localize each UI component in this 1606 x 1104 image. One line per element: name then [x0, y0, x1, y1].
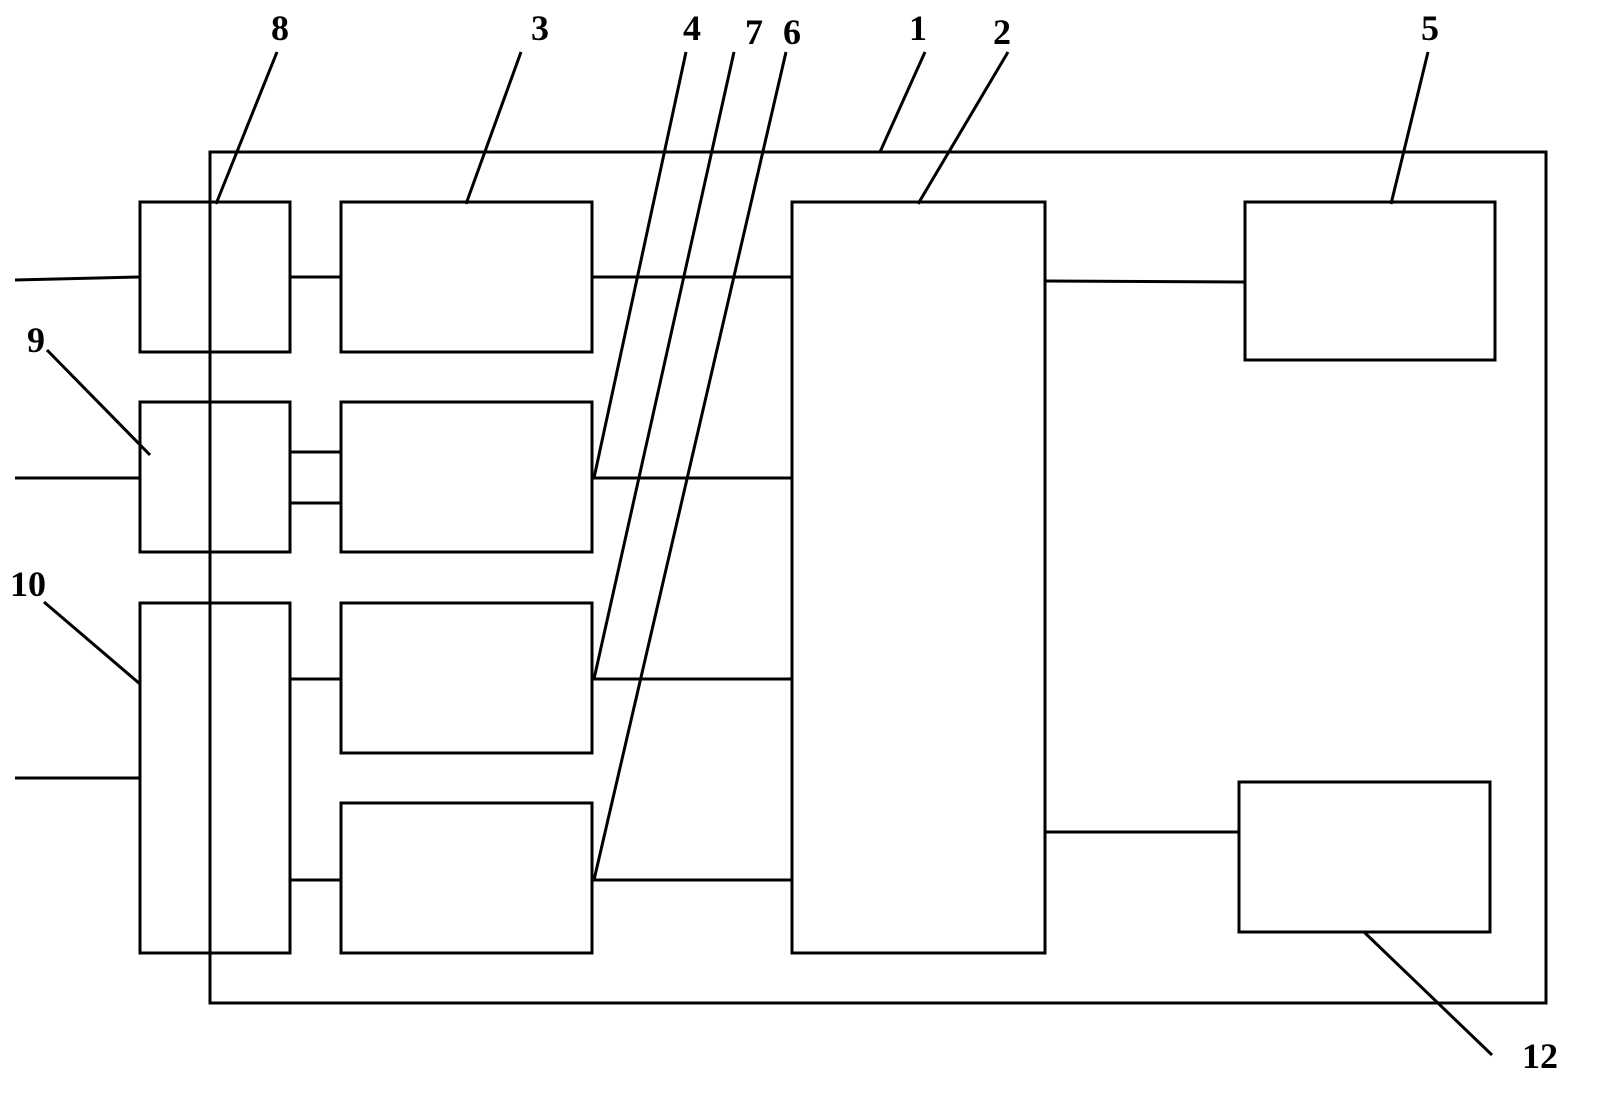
ref-label-1: 1	[909, 8, 927, 48]
ref-label-6: 6	[783, 12, 801, 52]
ref-label-7: 7	[745, 12, 763, 52]
ref-label-5: 5	[1421, 8, 1439, 48]
leader-line-5	[1389, 51, 1430, 205]
leader-lines	[43, 51, 1494, 1057]
ref-label-12: 12	[1522, 1036, 1558, 1076]
leader-line-6	[592, 51, 788, 881]
leader-line-9	[45, 348, 152, 457]
ref-label-9: 9	[27, 320, 45, 360]
leader-line-7	[592, 51, 736, 680]
wire-main-controller-to-module-5	[1044, 279, 1246, 284]
leader-line-2	[916, 51, 1010, 205]
leader-line-4	[592, 51, 688, 479]
leader-line-3	[464, 51, 523, 205]
leader-line-1	[878, 51, 927, 153]
ref-label-8: 8	[271, 8, 289, 48]
ref-label-2: 2	[993, 12, 1011, 52]
wire-external-to-interface-8	[14, 275, 141, 282]
ref-label-10: 10	[10, 564, 46, 604]
leader-line-8	[214, 51, 279, 205]
leader-line-12	[1362, 930, 1494, 1057]
ref-label-3: 3	[531, 8, 549, 48]
connection-wires	[14, 275, 1246, 1003]
ref-label-4: 4	[683, 8, 701, 48]
module-6-box	[339, 801, 594, 955]
leader-line-10	[43, 600, 141, 686]
